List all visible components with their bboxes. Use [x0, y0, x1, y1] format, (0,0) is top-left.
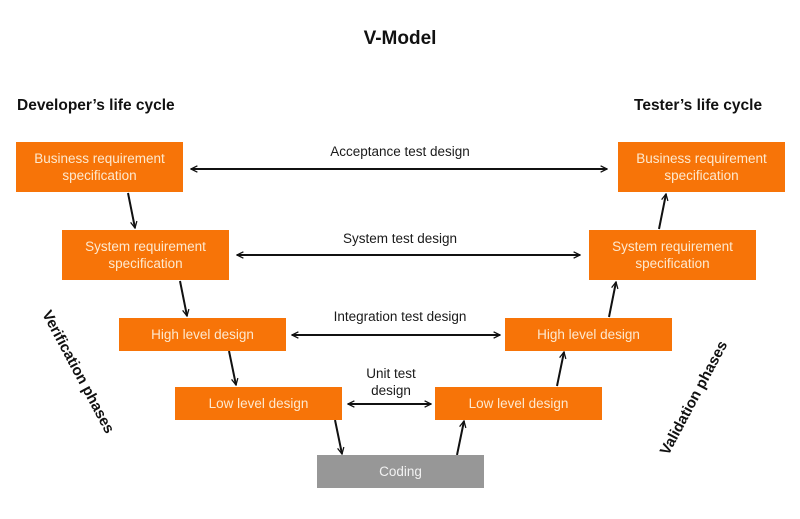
diagram-title: V-Model — [363, 28, 437, 49]
lld-to-hld-arrow — [556, 352, 564, 387]
box-label: Low level design — [208, 396, 309, 411]
verification-system-requirement-box: System requirement specification — [62, 230, 229, 280]
lld-to-coding-arrow — [334, 419, 342, 454]
box-label: System requirement specification — [85, 239, 206, 271]
acceptance-test-design-label: Acceptance test design — [330, 144, 470, 159]
hld-to-lld-arrow — [228, 350, 236, 385]
validation-business-requirement-box: Business requirement specification — [618, 142, 785, 192]
system-test-design-label: System test design — [342, 231, 458, 246]
srs-to-hld-arrow — [179, 280, 187, 316]
integration-test-design-label: Integration test design — [333, 309, 467, 324]
unit-test-design-label: Unit test design — [366, 366, 416, 398]
box-label: Low level design — [468, 396, 569, 411]
tester-lifecycle-heading: Tester’s life cycle — [634, 97, 763, 114]
box-label: Coding — [379, 464, 422, 479]
coding-box: Coding — [317, 455, 484, 488]
validation-low-level-design-box: Low level design — [435, 387, 602, 420]
validation-system-requirement-box: System requirement specification — [589, 230, 756, 280]
brs-to-srs-arrow — [127, 192, 135, 228]
validation-high-level-design-box: High level design — [505, 318, 672, 351]
box-label: System requirement specification — [612, 239, 733, 271]
coding-to-lld-arrow — [456, 421, 464, 456]
hld-to-srs-arrow — [608, 282, 616, 318]
box-label: Business requirement specification — [636, 151, 767, 183]
box-label: High level design — [151, 327, 254, 342]
developer-lifecycle-heading: Developer’s life cycle — [17, 97, 175, 114]
box-label: Business requirement specification — [34, 151, 165, 183]
srs-to-brs-arrow — [658, 194, 666, 230]
box-label: High level design — [537, 327, 640, 342]
verification-business-requirement-box: Business requirement specification — [16, 142, 183, 192]
verification-high-level-design-box: High level design — [119, 318, 286, 351]
verification-low-level-design-box: Low level design — [175, 387, 342, 420]
